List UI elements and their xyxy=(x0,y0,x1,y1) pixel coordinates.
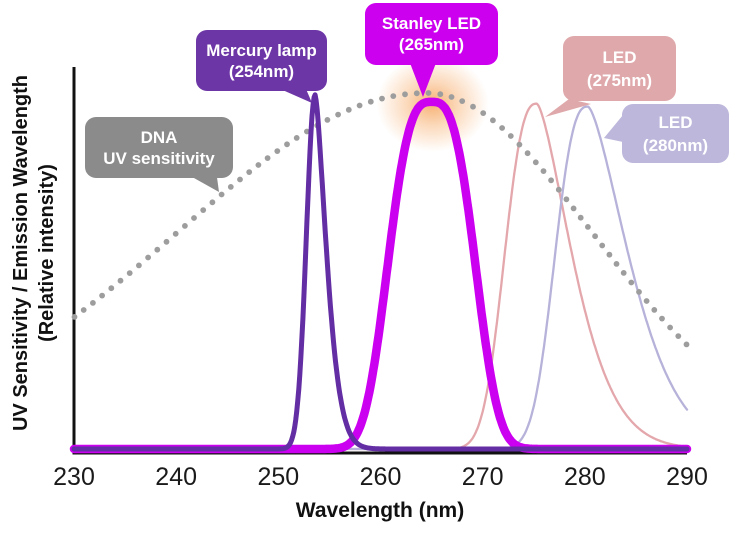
callout-led275-line1: LED xyxy=(602,47,637,67)
callout-stanley-line2: (265nm) xyxy=(398,35,465,54)
x-tick-label: 250 xyxy=(257,463,300,491)
callout-dna-line1: DNA xyxy=(140,127,178,147)
callout-stanley-line1: Stanley LED xyxy=(381,14,482,33)
callout-led280-line2: (280nm) xyxy=(642,135,709,155)
callout-led280-line1: LED xyxy=(658,112,693,132)
callout-mercury-line2: (254nm) xyxy=(228,61,295,81)
x-tick-label: 230 xyxy=(53,463,95,491)
x-tick-label: 240 xyxy=(155,463,198,491)
callout-led-280: LED (280nm) xyxy=(622,104,729,163)
callout-mercury-lamp: Mercury lamp (254nm) xyxy=(196,30,327,91)
callout-led-275: LED (275nm) xyxy=(563,36,676,101)
y-axis-label-line1: UV Sensitivity / Emission Wavelength xyxy=(10,75,32,432)
callout-dna: DNA UV sensitivity xyxy=(85,117,233,178)
callout-led275-line2: (275nm) xyxy=(586,70,653,90)
x-tick-label: 290 xyxy=(666,463,708,491)
y-axis-label: UV Sensitivity / Emission Wavelength (Re… xyxy=(8,53,60,453)
callout-stanley-led: Stanley LED (265nm) xyxy=(365,3,498,65)
callout-mercury-line1: Mercury lamp xyxy=(206,40,317,60)
y-axis-label-line2: (Relative intensity) xyxy=(36,164,58,342)
x-axis-label: Wavelength (nm) xyxy=(295,499,465,522)
x-tick-label: 270 xyxy=(461,463,504,491)
callout-dna-line2: UV sensitivity xyxy=(103,148,215,168)
x-tick-label: 280 xyxy=(563,463,606,491)
x-tick-label: 260 xyxy=(359,463,402,491)
